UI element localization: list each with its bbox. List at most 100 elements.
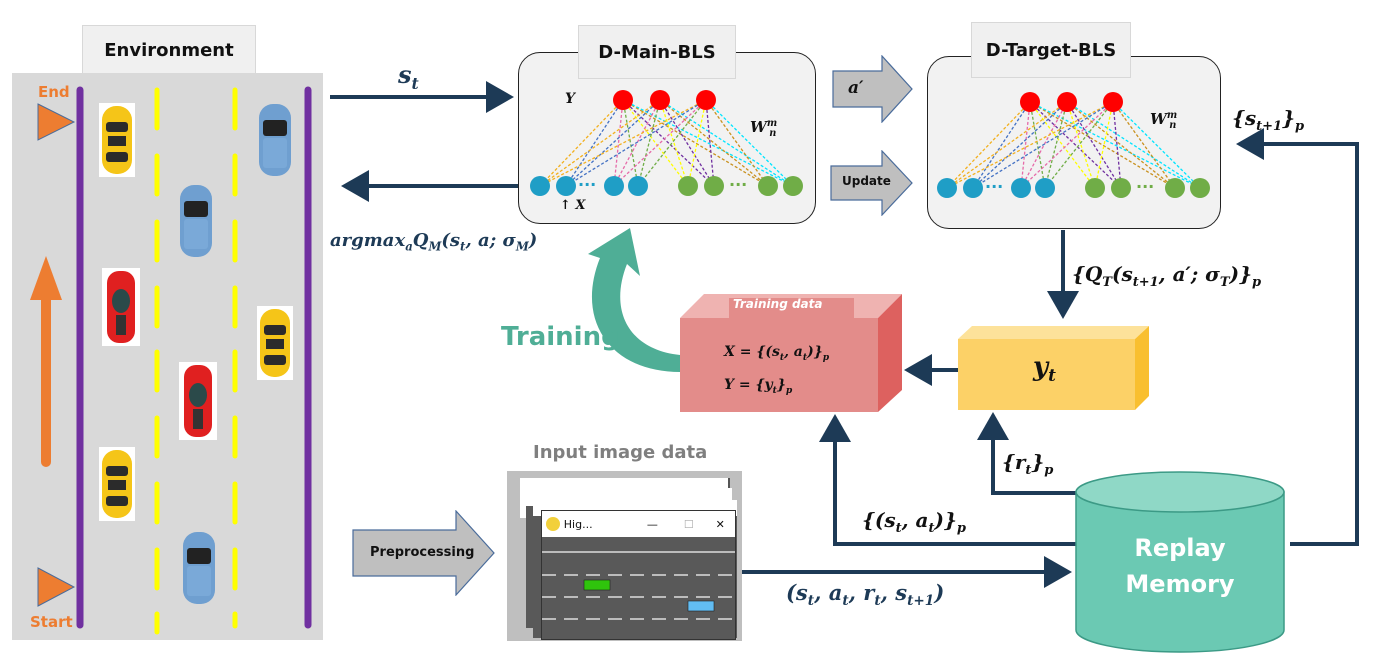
replay-memory-label: Replay Memory [1074,530,1286,602]
network-edge [1112,101,1122,189]
weight-symbol: W [1150,110,1167,128]
car-yellow-icon [99,447,135,521]
network-edge [565,99,707,187]
end-flag-icon [37,103,76,141]
network-edge [972,101,1114,189]
input-symbol: X [575,198,586,213]
network-edge [1066,101,1201,189]
network-edge [705,99,715,187]
training-label: Training [501,322,620,352]
network-edge [1020,101,1068,189]
weight-superscript: m [766,118,778,129]
network-edge [637,99,707,187]
enhancement-node [783,176,803,196]
network-edge [622,99,794,187]
pygame-icon [546,517,560,531]
network-edge [1029,101,1176,189]
output-node [696,90,716,110]
network-edge [622,99,715,187]
car-red-icon [102,268,140,346]
network-edge [659,99,715,187]
target-bls-weight-label: Wmn [1150,110,1177,131]
ellipsis-icon: ··· [578,175,596,194]
enhancement-node [1165,178,1185,198]
highway-render [542,537,735,637]
target-bls-panel [927,56,1221,229]
network-edge [946,101,1031,189]
car-blue-icon [259,104,291,176]
target-bls-title: D-Target-BLS [971,22,1131,78]
other-vehicle [687,600,715,612]
network-edge [659,99,689,187]
car-yellow-icon [257,306,293,380]
state-action-arrow [819,414,1077,546]
training-y-equation: Y = {yt}p [724,377,793,396]
reward-label: {rt}p [1002,450,1054,478]
close-icon[interactable]: ✕ [715,517,725,531]
car-yellow-icon [99,103,135,177]
main-bls-network: ··· ··· [530,90,803,196]
maximize-icon[interactable]: ☐ [683,517,694,531]
enhancement-node [678,176,698,196]
enhancement-node [704,176,724,196]
network-edge [687,99,707,187]
network-edge [1066,101,1122,189]
feature-node [937,178,957,198]
network-edge [622,99,769,187]
network-edge [613,99,624,187]
start-flag-icon [37,567,76,607]
game-window-titlebar: Hig... — ☐ ✕ [542,511,735,537]
ellipsis-icon: ··· [729,175,747,194]
minimize-icon[interactable]: — [646,517,658,531]
network-edge [539,99,707,187]
network-edge [972,101,1068,189]
game-window: Hig... — ☐ ✕ [541,510,736,640]
action-label: argmaxaQM(st, a; σM) [330,230,538,254]
car-red-icon [179,362,217,440]
network-edge [539,99,661,187]
network-edge [659,99,769,187]
network-edge [1029,101,1046,189]
reward-arrow [977,412,1077,495]
next-state-label: {st+1}p [1232,106,1305,134]
car-blue-icon [180,185,212,257]
state-label: st [398,60,419,93]
environment-title: Environment [82,25,256,75]
feature-node [604,176,624,196]
network-edge [622,99,639,187]
transition-label: (st, at, rt, st+1) [786,580,945,610]
target-value-box [958,326,1149,410]
network-edge [1066,101,1096,189]
main-bls-weight-label: Wmn [750,118,778,139]
ego-vehicle [583,579,611,591]
network-edge [946,101,1114,189]
network-edge [1094,101,1114,189]
network-edge [565,99,661,187]
a-prime-block-arrow [832,55,913,123]
network-edge [1044,101,1114,189]
ellipsis-icon: ··· [985,177,1003,196]
output-node [613,90,633,110]
preprocessing-block-arrow [352,510,495,596]
network-edge [622,99,689,187]
ellipsis-icon: ··· [1136,177,1154,196]
next-state-arrow [1236,128,1359,546]
replay-memory-line2: Memory [1125,570,1235,598]
network-edge [613,99,661,187]
training-x-equation: X = {(st, at)}p [724,344,830,363]
environment-panel: End Start [12,73,323,640]
feature-node [963,178,983,198]
network-edge [972,101,1031,189]
network-edge [946,101,1068,189]
feature-node [530,176,550,196]
feature-node [1035,178,1055,198]
output-node [650,90,670,110]
output-node [1020,92,1040,112]
enhancement-node [1085,178,1105,198]
weight-subscript: n [1169,120,1177,131]
direction-arrow-icon [30,256,62,467]
replay-memory-line1: Replay [1134,534,1226,562]
replay-memory-cylinder [1075,471,1285,653]
weight-subscript: n [769,128,777,139]
